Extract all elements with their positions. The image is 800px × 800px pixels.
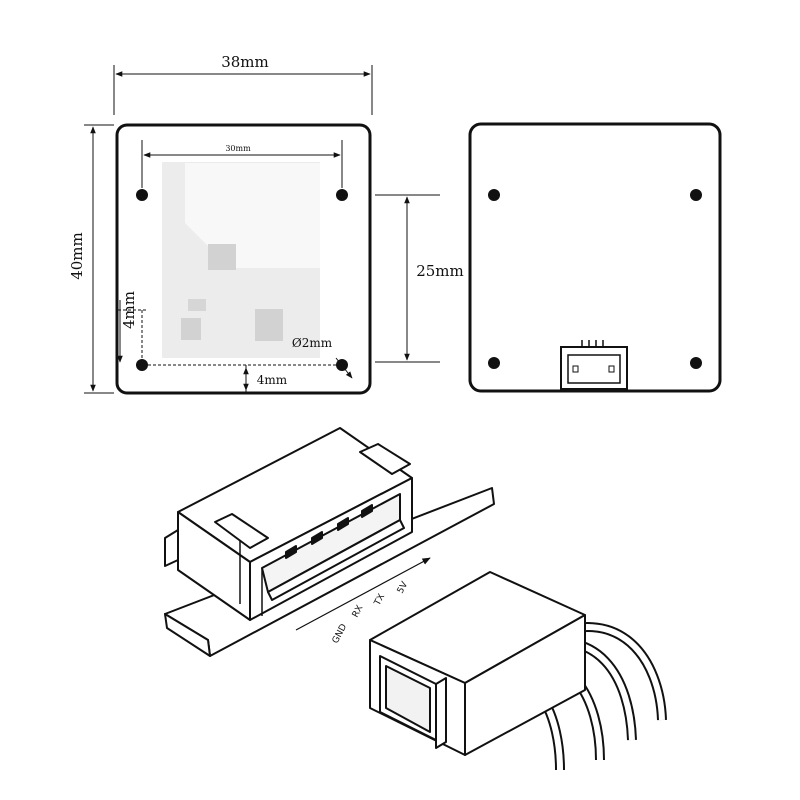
insert-direction-arrow — [295, 557, 431, 631]
dimension-hole-spacing: 25mm — [375, 194, 464, 363]
component-1 — [208, 244, 236, 270]
height-label: 40mm — [68, 232, 86, 280]
width-label: 38mm — [221, 53, 269, 71]
back-connector — [560, 340, 628, 390]
dimension-left-margin: 4mm — [117, 291, 138, 363]
dimension-width: 38mm — [113, 53, 373, 115]
bottom-margin-label: 4mm — [257, 373, 288, 387]
dimension-height: 40mm — [68, 124, 114, 394]
back-hole-tl — [488, 189, 500, 201]
mount-hole-tl — [136, 189, 148, 201]
dimension-inner-width: 30mm — [141, 140, 343, 188]
left-margin-label: 4mm — [120, 291, 138, 329]
hole-diameter-label: Ø2mm — [292, 336, 333, 350]
component-4 — [255, 309, 283, 341]
hole-spacing-label: 25mm — [416, 262, 464, 280]
back-hole-tr — [690, 189, 702, 201]
mount-hole-bl — [136, 359, 148, 371]
pin-label-gnd: GND — [331, 622, 350, 645]
dimension-bottom-margin: 4mm — [243, 367, 288, 391]
front-view — [115, 123, 372, 395]
component-3 — [181, 318, 201, 340]
female-plug-connector — [369, 571, 667, 771]
chip-notch — [185, 163, 320, 268]
back-hole-br — [690, 357, 702, 369]
mount-hole-tr — [336, 189, 348, 201]
inner-width-label: 30mm — [225, 144, 251, 153]
back-hole-bl — [488, 357, 500, 369]
dimension-hole-diameter: Ø2mm — [292, 336, 353, 379]
component-2 — [188, 299, 206, 311]
back-view — [468, 122, 722, 393]
male-header-connector — [164, 427, 413, 621]
pin-label-5v: 5V — [396, 579, 411, 595]
pin-label-rx: RX — [351, 604, 366, 620]
pin-label-tx: TX — [372, 592, 387, 608]
back-board-outline — [468, 122, 722, 393]
